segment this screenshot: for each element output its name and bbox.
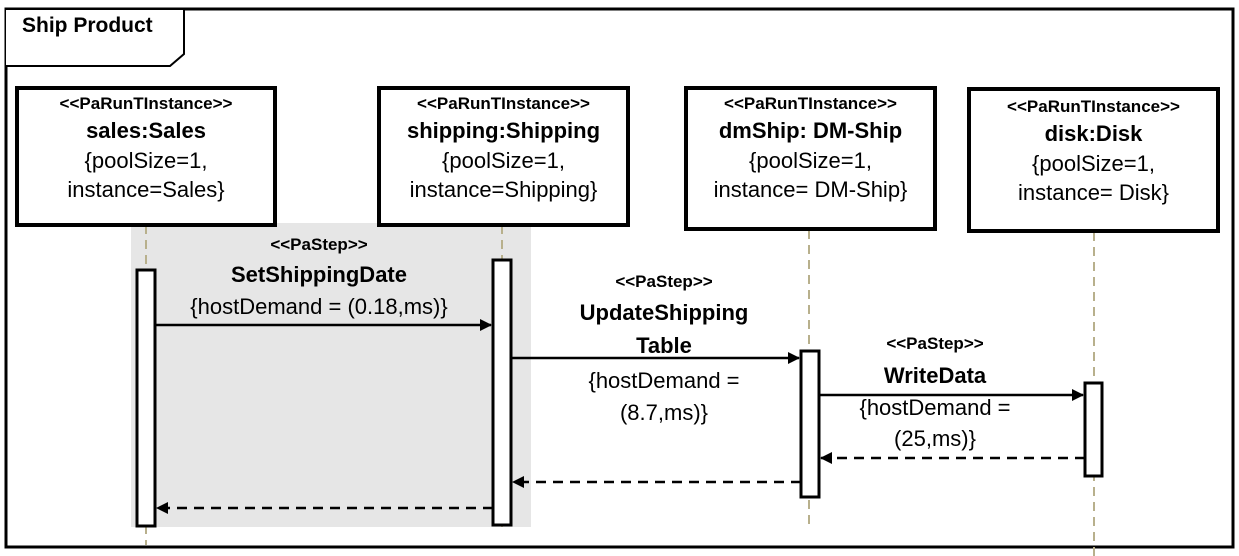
step-write-data-name: WriteData xyxy=(883,363,987,388)
frame-title: Ship Product xyxy=(22,14,153,37)
activation-disk xyxy=(1083,381,1104,478)
stereotype-label: <<PaRunTInstance>> xyxy=(1007,97,1180,116)
stereotype-label: <<PaRunTInstance>> xyxy=(59,94,233,113)
lifeline-box-sales xyxy=(15,86,277,227)
step-set-shipping-date-name: SetShippingDate xyxy=(230,262,407,287)
lifeline-prop: instance=Sales} xyxy=(67,177,225,203)
stereotype-label: <<PaRunTInstance>> xyxy=(724,94,897,113)
lifeline-label-sales: <<PaRunTInstance>> sales:Sales {poolSize… xyxy=(19,93,273,205)
activation-dmship xyxy=(799,349,821,499)
step-set-shipping-date-demand: {hostDemand = (0.18,ms)} xyxy=(190,294,448,319)
lifeline-name: shipping:Shipping xyxy=(406,117,601,143)
lifeline-prop: {poolSize=1, xyxy=(1032,150,1155,176)
step-update-shipping-table-demand: (8.7,ms)} xyxy=(619,400,709,425)
step-write-data-demand: {hostDemand = xyxy=(859,395,1011,420)
lifeline-name: dmShip: DM-Ship xyxy=(718,117,903,143)
step-update-shipping-table-demand: {hostDemand = xyxy=(588,368,740,393)
lifeline-box-dmship xyxy=(684,86,937,231)
activation-sales xyxy=(135,268,157,528)
lifeline-box-disk xyxy=(967,87,1220,233)
lifeline-label-shipping: <<PaRunTInstance>> shipping:Shipping {po… xyxy=(381,93,626,205)
lifeline-box-shipping xyxy=(377,86,630,227)
lifeline-prop: {poolSize=1, xyxy=(84,147,208,173)
step-write-data-demand: (25,ms)} xyxy=(894,426,976,451)
lifeline-prop: instance= Disk} xyxy=(1017,180,1170,206)
lifeline-prop: instance= DM-Ship} xyxy=(713,177,908,203)
lifeline-name: sales:Sales xyxy=(86,117,206,143)
lifeline-label-disk: <<PaRunTInstance>> disk:Disk {poolSize=1… xyxy=(971,96,1216,208)
step-update-shipping-table-name: UpdateShipping xyxy=(579,300,749,325)
step-update-shipping-table-name: Table xyxy=(636,333,692,358)
lifeline-label-dmship: <<PaRunTInstance>> dmShip: DM-Ship {pool… xyxy=(688,93,933,205)
lifeline-prop: {poolSize=1, xyxy=(442,147,565,173)
frame-tab xyxy=(6,8,185,67)
lifeline-prop: {poolSize=1, xyxy=(749,147,872,173)
stereotype-label: <<PaRunTInstance>> xyxy=(417,94,590,113)
lifeline-prop: instance=Shipping} xyxy=(409,177,598,203)
activation-shipping xyxy=(491,258,513,527)
step-write-data-stereotype: <<PaStep>> xyxy=(886,334,984,353)
lifeline-name: disk:Disk xyxy=(1044,120,1143,146)
step-update-shipping-table-stereotype: <<PaStep>> xyxy=(615,272,713,291)
step-set-shipping-date-stereotype: <<PaStep>> xyxy=(270,235,368,254)
step-highlight-region xyxy=(131,223,531,527)
